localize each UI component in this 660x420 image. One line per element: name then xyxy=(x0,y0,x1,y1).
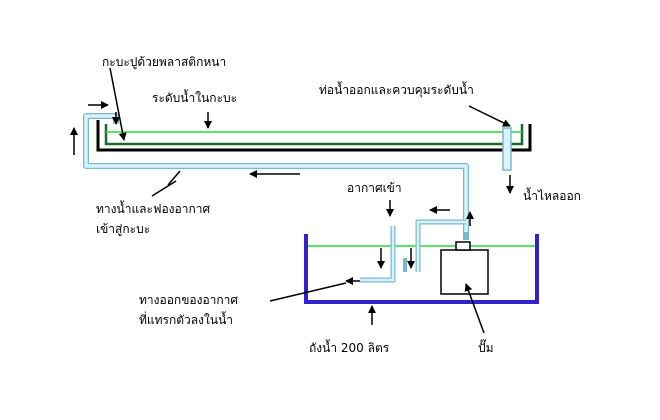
water-tank xyxy=(304,234,539,304)
grow-tray xyxy=(96,120,532,152)
pump-label: ปั๊ม xyxy=(478,339,494,355)
water-air-path-label-line2: เข้าสู่กะบะ xyxy=(96,222,150,237)
tray-outer-wall xyxy=(96,120,532,152)
pump-outlet xyxy=(455,241,471,251)
tank-label: ถังน้ำ 200 ลิตร xyxy=(309,339,390,355)
pump xyxy=(440,241,489,295)
water-air-path-label-line1: ทางน้ำและฟองอากาศ xyxy=(96,200,210,216)
air-exit-label-line1: ทางออกของอากาศ xyxy=(139,293,238,307)
tray-water-level-label: ระดับน้ำในกะบะ xyxy=(152,89,237,105)
air-intake-pipe xyxy=(360,219,466,283)
flow-arrow-icon xyxy=(468,105,511,127)
air-in-label: อากาศเข้า xyxy=(347,181,402,195)
tray-plastic-liner xyxy=(104,124,524,146)
pump-body xyxy=(440,249,489,295)
tray-lining-label: กะบะปูด้วยพลาสติกหนา xyxy=(102,55,226,70)
flow-arrows xyxy=(70,67,514,334)
tank-wall xyxy=(304,234,539,304)
outlet-pipe-label: ท่อน้ำออกและควบคุมระดับน้ำ xyxy=(319,81,474,98)
flow-arrow-icon xyxy=(464,283,485,334)
water-out-label: น้ำไหลออก xyxy=(523,187,581,203)
air-exit-label-line2: ที่แทรกตัวลงในน้ำ xyxy=(139,311,233,327)
outlet-standpipe xyxy=(502,127,512,171)
